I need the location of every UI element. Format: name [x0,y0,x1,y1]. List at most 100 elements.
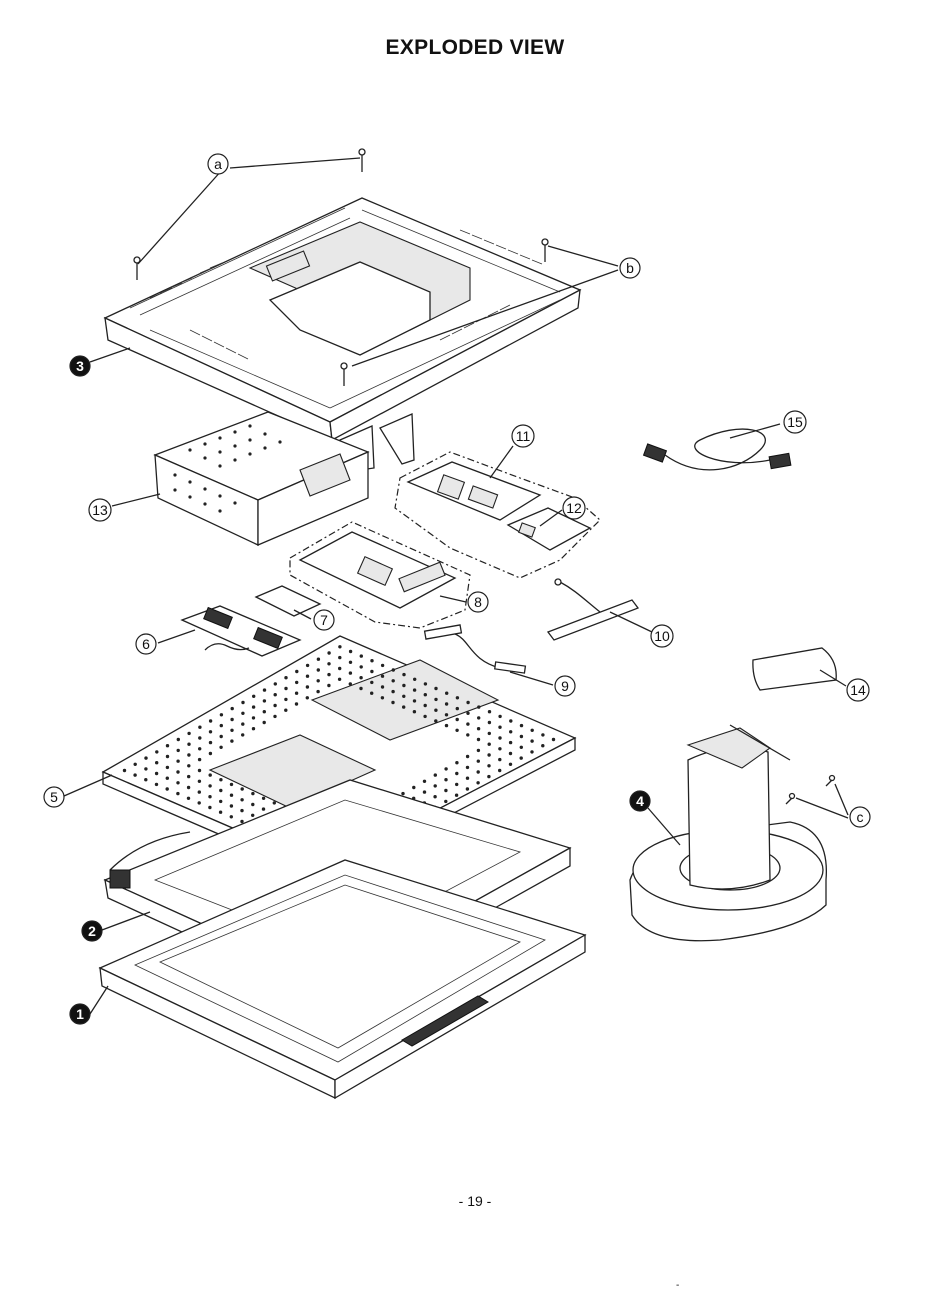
perforation-dot [519,723,524,728]
callout-9: 9 [554,675,576,697]
perforation-dot [412,785,416,790]
perforation-dot [176,748,180,753]
perforation-dot [466,733,470,737]
svg-text:9: 9 [561,678,569,694]
perforation-dot [218,810,223,814]
perforation-dot [229,815,233,819]
perforation-dot [241,711,245,715]
callout-1: 1 [69,1003,91,1025]
perforation-dot [477,716,481,720]
page-title: EXPLODED VIEW [385,36,565,59]
plate-part-7 [254,585,322,617]
perforation-dot [240,808,244,813]
perforation-dot [176,781,180,785]
perforation-dot [370,669,374,674]
perforation-dot [348,671,353,675]
perforation-dot [198,747,202,751]
callout-7: 7 [313,609,335,631]
perforation-dot [487,742,491,746]
perforation-dot [251,705,256,709]
perforation-dot [487,720,492,725]
perforation-dot [305,663,310,668]
perforation-dot [465,787,470,791]
perforation-dot [187,742,191,746]
perforation-dot [262,710,266,714]
perforation-dot [305,696,309,700]
perforation-dot [391,689,395,694]
perforation-dot [370,691,374,695]
control-board-part-8 [289,521,471,629]
perforation-dot [284,697,288,702]
perforation-dot [219,788,223,793]
perforation-dot [477,705,481,709]
callout-2: 2 [81,920,103,942]
perforation-dot [176,791,180,796]
perforation-dot [391,700,395,705]
perforation-dot [198,736,202,740]
perforation-dot [541,733,545,737]
svg-text:4: 4 [636,793,644,809]
perforation-dot [476,737,481,742]
front-bezel-part-1 [98,859,587,1100]
perforation-dot [434,708,438,712]
screws-b [340,238,549,386]
perforation-dot [338,645,342,649]
perforation-dot [444,788,448,793]
perforation-dot [252,694,256,698]
perforation-dot [230,717,234,722]
perforation-dot [295,669,299,674]
perforation-dot [229,793,234,797]
perforation-dot [240,787,244,791]
callout-5: 5 [43,786,65,808]
perforation-dot [433,784,437,788]
perforation-dot [154,771,159,776]
perforation-dot [186,785,191,790]
perforation-dot [208,773,212,777]
perforation-dot [187,764,191,768]
callout-a: a [207,153,229,175]
perforation-dot [241,700,245,705]
perforation-dot [380,696,385,700]
perforation-dot [316,668,320,672]
svg-text:10: 10 [654,628,670,644]
perforation-dot [229,782,234,787]
perforation-dot [208,740,213,745]
perforation-dot [165,787,169,791]
perforation-dot [434,719,438,723]
perforation-dot [241,722,245,726]
svg-text:5: 5 [50,789,58,805]
perforation-dot [272,801,276,805]
perforation-dot [197,779,202,783]
perforation-dot [273,693,277,697]
perforation-dot [487,753,491,757]
perforation-dot [294,691,299,695]
svg-text:3: 3 [76,358,84,374]
perforation-dot [444,778,448,782]
perforation-dot [541,744,545,748]
perforation-dot [455,761,459,765]
perforation-dot [240,798,244,802]
svg-text:7: 7 [320,612,328,628]
perforation-dot [466,700,470,705]
perforation-dot [530,750,534,754]
callout-11: 11 [511,424,535,448]
perforation-dot [144,778,148,782]
perforation-dot [380,663,385,668]
perforation-dot [261,807,266,811]
leader-lines [63,157,849,1015]
svg-text:2: 2 [88,923,96,939]
perforation-dot [476,727,481,731]
perforation-dot [509,719,513,723]
perforation-dot [219,734,223,739]
perforation-dot [219,713,224,717]
perforation-dot [208,719,213,723]
stand-cover-part-14 [752,647,837,691]
perforation-dot [155,761,159,765]
perforation-dot [219,723,223,728]
perforation-dot [476,770,480,774]
perforation-dot [422,790,427,794]
perforation-dot [197,768,202,773]
perforation-dot [187,753,191,757]
perforation-dot [412,710,417,714]
perforation-dot [444,702,449,706]
